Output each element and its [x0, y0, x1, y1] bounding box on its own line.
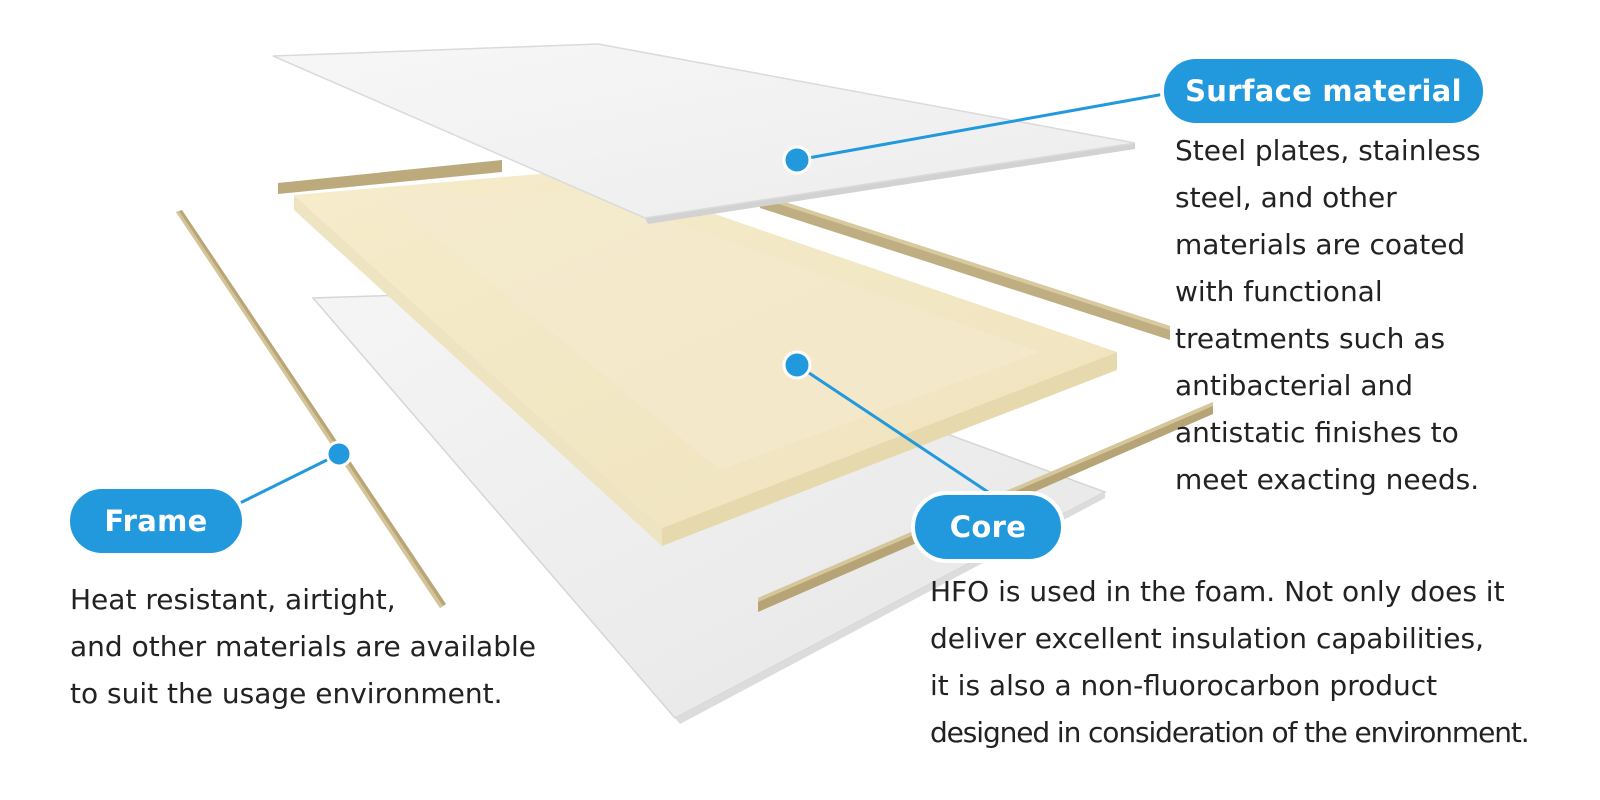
- description-line: antistatic finishes to: [1175, 416, 1459, 449]
- top-surface-sheet: [272, 43, 1136, 224]
- frame-rail-back-right: [760, 194, 1170, 340]
- frame-label: Frame: [66, 485, 246, 557]
- frame-rail-back-left: [278, 160, 502, 194]
- frame-description: Heat resistant, airtight, and other mate…: [70, 576, 536, 717]
- description-line: treatments such as: [1175, 322, 1446, 355]
- description-line: HFO is used in the foam. Not only does i…: [930, 575, 1505, 608]
- core-label: Core: [911, 491, 1065, 563]
- frame-rail-left: [176, 210, 446, 608]
- description-line: it is also a non-fluorocarbon product: [930, 669, 1438, 702]
- description-line: deliver excellent insulation capabilitie…: [930, 622, 1485, 655]
- description-line: Steel plates, stainless: [1175, 134, 1481, 167]
- core-marker-dot: [782, 350, 812, 380]
- description-line: designed in consideration of the environ…: [930, 716, 1530, 749]
- description-line: meet exacting needs.: [1175, 463, 1480, 496]
- description-line: materials are coated: [1175, 228, 1466, 261]
- surface-material-label: Surface material: [1160, 55, 1487, 127]
- core-foam: [294, 170, 1117, 546]
- surface-leader-line: [796, 91, 1171, 162]
- core-leader-line: [796, 363, 1001, 502]
- frame-leader-line: [235, 452, 340, 507]
- surface-material-description: Steel plates, stainless steel, and other…: [1175, 127, 1481, 503]
- surface-marker-dot: [782, 145, 812, 175]
- description-line: steel, and other: [1175, 181, 1397, 214]
- description-line: antibacterial and: [1175, 369, 1413, 402]
- description-line: to suit the usage environment.: [70, 677, 503, 710]
- core-description: HFO is used in the foam. Not only does i…: [930, 568, 1530, 756]
- description-line: with functional: [1175, 275, 1383, 308]
- description-line: Heat resistant, airtight,: [70, 583, 396, 616]
- frame-marker-dot: [325, 440, 353, 468]
- description-line: and other materials are available: [70, 630, 536, 663]
